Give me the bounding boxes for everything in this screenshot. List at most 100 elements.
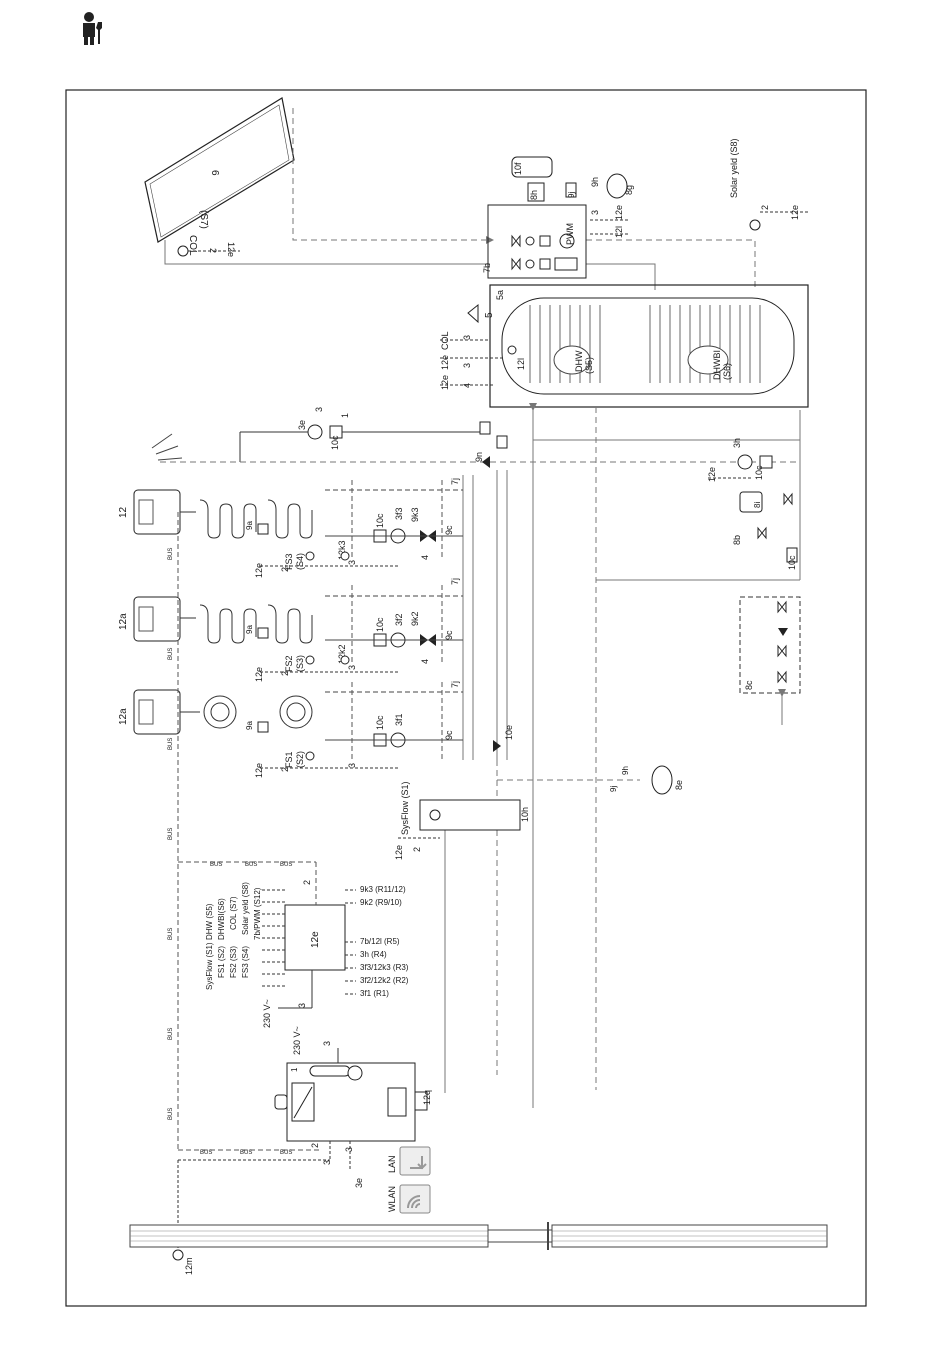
svg-text:BUS: BUS xyxy=(168,828,174,840)
svg-text:12e: 12e xyxy=(614,205,624,220)
svg-text:3e: 3e xyxy=(297,420,307,430)
svg-text:2: 2 xyxy=(412,847,422,852)
heating-circuit-2: 12a 9a FS2 (S3) 12k2 10c 3f2 9k2 9c 7j 1… xyxy=(118,578,463,682)
svg-text:10c: 10c xyxy=(330,435,340,450)
svg-text:3f1 (R1): 3f1 (R1) xyxy=(360,989,389,998)
svg-text:12a: 12a xyxy=(118,708,129,725)
svg-text:3f2/12k2 (R2): 3f2/12k2 (R2) xyxy=(360,976,409,985)
svg-text:3: 3 xyxy=(322,1160,332,1165)
svg-text:3: 3 xyxy=(347,560,357,565)
svg-text:DHWBI: DHWBI xyxy=(712,350,722,380)
svg-text:DHW: DHW xyxy=(574,350,584,372)
svg-text:12l: 12l xyxy=(614,226,624,238)
bus-line: BUS BUS BUS BUS BUS BUS BUS BUS BUS BUS … xyxy=(168,512,320,1156)
svg-text:(S5): (S5) xyxy=(584,357,594,374)
svg-text:Solar yeld (S8): Solar yeld (S8) xyxy=(729,138,739,198)
svg-text:9c: 9c xyxy=(444,630,454,640)
svg-text:10c: 10c xyxy=(375,715,385,730)
svg-text:BUS: BUS xyxy=(200,1150,212,1156)
svg-text:SysFlow (S1): SysFlow (S1) xyxy=(400,781,410,835)
svg-text:(S6): (S6) xyxy=(722,363,732,380)
svg-text:FS1: FS1 xyxy=(284,751,294,768)
collector-number: 6 xyxy=(209,170,220,176)
svg-text:12e: 12e xyxy=(254,667,264,682)
svg-text:3: 3 xyxy=(590,210,600,215)
network-modules: LAN WLAN xyxy=(387,1146,431,1214)
svg-text:FS3: FS3 xyxy=(284,553,294,570)
svg-text:3f3: 3f3 xyxy=(394,507,404,520)
svg-text:PWM: PWM xyxy=(565,223,575,245)
svg-text:(S3): (S3) xyxy=(295,655,305,672)
svg-text:12e: 12e xyxy=(707,467,717,482)
svg-text:LAN: LAN xyxy=(387,1155,397,1173)
svg-text:7b: 7b xyxy=(482,263,492,273)
svg-text:12l: 12l xyxy=(516,358,526,370)
svg-text:12e: 12e xyxy=(440,375,450,390)
heating-circuit-3: 12 9a FS3 (S4) 12k3 10c 3f3 9k3 9c 7j 12… xyxy=(118,478,463,578)
svg-text:3h (R4): 3h (R4) xyxy=(360,950,387,959)
svg-text:7j: 7j xyxy=(450,578,460,585)
svg-text:3: 3 xyxy=(314,407,324,412)
svg-text:9j: 9j xyxy=(609,786,618,792)
svg-text:12k2: 12k2 xyxy=(337,644,347,664)
svg-text:9a: 9a xyxy=(245,625,254,634)
svg-text:10c: 10c xyxy=(754,465,764,480)
collector-sensor-id: (S7) xyxy=(198,210,209,229)
svg-text:BUS: BUS xyxy=(168,1108,174,1120)
svg-text:12a: 12a xyxy=(118,613,129,630)
svg-text:10h: 10h xyxy=(520,807,530,822)
svg-text:3: 3 xyxy=(297,1003,307,1008)
svg-text:9n: 9n xyxy=(474,452,484,462)
svg-text:3f2: 3f2 xyxy=(394,613,404,626)
svg-text:FS1 (S2): FS1 (S2) xyxy=(217,946,226,978)
svg-text:12: 12 xyxy=(118,506,129,518)
solar-collector: 6 COL (S7) 2 12e xyxy=(144,97,295,257)
svg-text:8e: 8e xyxy=(674,780,684,790)
svg-text:BUS: BUS xyxy=(210,862,222,868)
svg-text:12e: 12e xyxy=(310,931,321,948)
svg-text:3: 3 xyxy=(462,363,472,368)
svg-text:9c: 9c xyxy=(444,525,454,535)
svg-text:12e: 12e xyxy=(254,563,264,578)
svg-text:2: 2 xyxy=(310,1143,320,1148)
svg-text:8b: 8b xyxy=(732,535,742,545)
outdoor-wall: 12m xyxy=(129,1222,828,1275)
svg-text:BUS: BUS xyxy=(280,862,292,868)
svg-text:230 V~: 230 V~ xyxy=(292,1026,302,1055)
boiler: 1 230 V~ 3 12q 2 3 3 3e xyxy=(177,1026,432,1250)
svg-text:WLAN: WLAN xyxy=(387,1186,397,1212)
svg-text:COL: COL xyxy=(440,331,450,350)
svg-text:1: 1 xyxy=(340,413,350,418)
svg-text:BUS: BUS xyxy=(168,738,174,750)
svg-text:8i: 8i xyxy=(753,502,762,508)
svg-text:12e: 12e xyxy=(440,355,450,370)
svg-text:BUS: BUS xyxy=(240,1150,252,1156)
svg-text:3f3/12k3 (R3): 3f3/12k3 (R3) xyxy=(360,963,409,972)
svg-text:7b/12l (R5): 7b/12l (R5) xyxy=(360,937,400,946)
svg-text:3h: 3h xyxy=(732,438,742,448)
svg-text:5: 5 xyxy=(484,312,495,318)
svg-text:7j: 7j xyxy=(450,478,460,485)
svg-text:10f: 10f xyxy=(513,162,523,175)
svg-text:12k3: 12k3 xyxy=(337,540,347,560)
diagram-frame xyxy=(65,89,867,1307)
installer-wrench-icon xyxy=(83,12,102,45)
svg-text:7j: 7j xyxy=(450,681,460,688)
svg-text:3f1: 3f1 xyxy=(394,713,404,726)
svg-text:9c: 9c xyxy=(444,730,454,740)
svg-text:12m: 12m xyxy=(184,1257,194,1275)
sysflow-separator: SysFlow (S1) 10h 2 12e 10e 8e 9h 9j xyxy=(394,725,684,860)
svg-text:12e: 12e xyxy=(226,242,236,257)
svg-text:3: 3 xyxy=(347,763,357,768)
svg-text:FS3 (S4): FS3 (S4) xyxy=(241,946,250,978)
dhw-loop: 3h 10c 12e 8i 8b 10c 8c xyxy=(596,438,801,725)
collector-sensor: COL xyxy=(187,235,198,256)
svg-text:10c: 10c xyxy=(787,555,797,570)
svg-text:2: 2 xyxy=(280,767,290,772)
svg-text:12e: 12e xyxy=(254,763,264,778)
svg-text:10c: 10c xyxy=(375,513,385,528)
svg-text:9h: 9h xyxy=(621,766,630,775)
svg-text:BUS: BUS xyxy=(168,648,174,660)
control-module: 12e 230 V~ 3 2 SysFlow (S1) FS1 (S2) FS2… xyxy=(205,862,409,1028)
svg-text:4: 4 xyxy=(420,555,430,560)
